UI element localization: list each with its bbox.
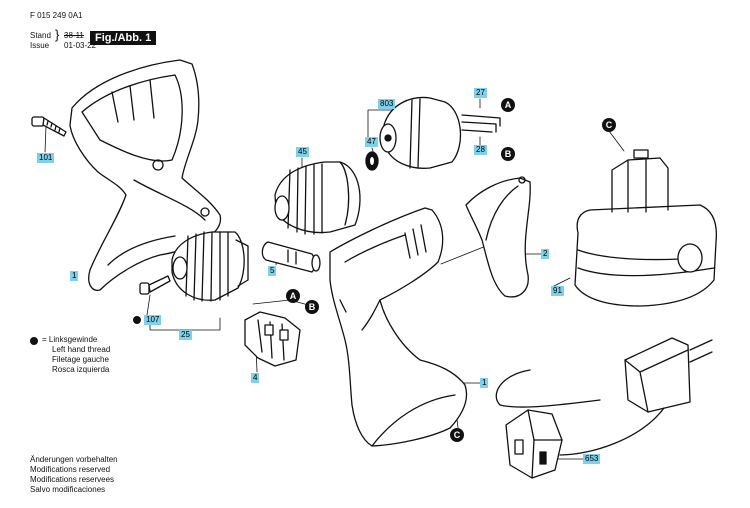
callout-1-left: 1 (70, 271, 79, 281)
issue-date: 01-03-22 (64, 41, 97, 50)
marker-a-switch: A (286, 289, 300, 303)
marker-b-motor: B (501, 147, 515, 161)
callout-45: 45 (296, 147, 309, 157)
legend-dot (30, 337, 38, 345)
charger-plug-653-shape (505, 409, 563, 479)
callout-28: 28 (474, 145, 487, 155)
pinion-47-shape (365, 151, 379, 171)
screw-107-shape (139, 275, 171, 295)
footer-line-1: Änderungen vorbehalten (30, 455, 118, 464)
figure-tag: Fig./Abb. 1 (90, 31, 157, 45)
marker-a-motor: A (501, 98, 515, 112)
chuck-45-shape (274, 161, 361, 235)
callout-4: 4 (251, 373, 260, 383)
legend-line-2: Left hand thread (52, 345, 111, 354)
issue-label: Issue (30, 41, 50, 50)
shaft-5-shape (261, 241, 321, 273)
callout-5: 5 (268, 266, 277, 276)
callout-47: 47 (365, 137, 378, 147)
footer-line-4: Salvo modificaciones (30, 485, 106, 494)
footer-line-3: Modifications reservees (30, 475, 115, 484)
left-thread-dot (133, 316, 141, 324)
callout-1-right: 1 (480, 378, 489, 388)
charger-shape (495, 337, 713, 456)
housing-half-left-shape (69, 59, 221, 291)
side-cover-2-shape (465, 176, 531, 298)
callout-653: 653 (583, 454, 601, 464)
marker-b-switch: B (305, 300, 319, 314)
callout-2: 2 (541, 249, 550, 259)
marker-c-battery: C (602, 118, 616, 132)
legend-line-4: Rosca izquierda (52, 365, 110, 374)
switch-4-shape (244, 311, 301, 367)
callout-27: 27 (474, 88, 487, 98)
legend-line-1: = Linksgewinde (42, 335, 98, 344)
callout-803: 803 (378, 99, 396, 109)
screw-101-shape (31, 116, 67, 137)
part-number: F 015 249 0A1 (30, 11, 83, 20)
callout-25: 25 (179, 330, 192, 340)
old-date: 38-11 (64, 31, 84, 40)
motor-803-shape (379, 96, 501, 169)
legend-line-3: Filetage gauche (52, 355, 109, 364)
stand-label: Stand (30, 31, 51, 40)
marker-c-housing: C (450, 428, 464, 442)
chuck-front-shape (171, 231, 249, 302)
callout-91: 91 (551, 286, 564, 296)
brace-glyph: } (55, 27, 60, 42)
footer-line-2: Modifications reserved (30, 465, 111, 474)
housing-half-right-shape (329, 207, 468, 447)
battery-91-shape (574, 149, 718, 307)
callout-107: 107 (144, 315, 162, 325)
callout-101: 101 (37, 153, 55, 163)
